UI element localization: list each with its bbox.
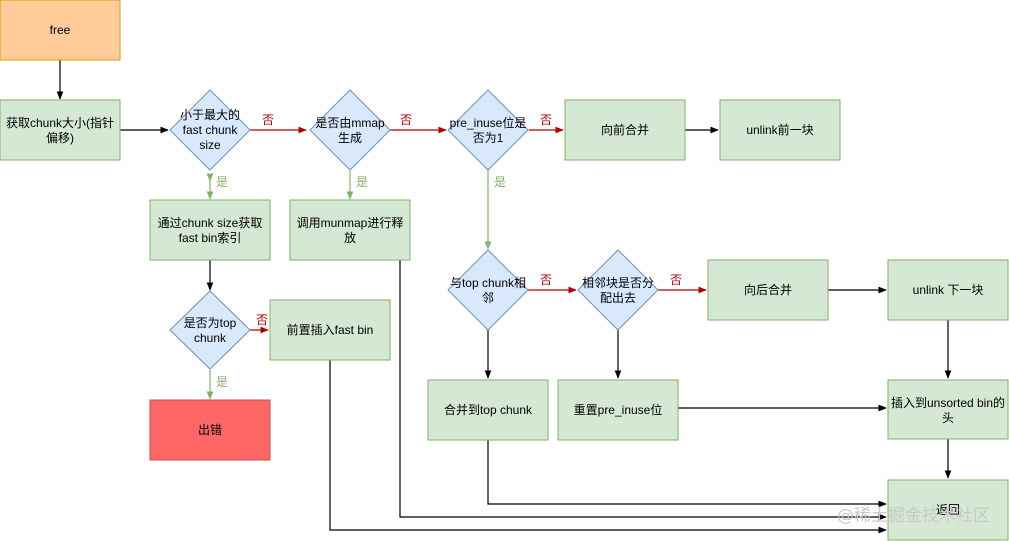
- edge-fastbin-insert-to-return: [329, 360, 887, 534]
- label-no-mmap-previnuse: 否: [400, 113, 412, 127]
- label-yes-is-top: 是: [216, 375, 228, 389]
- node-unlink-prev-label: unlink前一块: [746, 122, 813, 137]
- node-fastbin-index: 通过chunk size获取 fast bin索引: [149, 199, 271, 261]
- node-lt-fastmax-line1: 小于最大的: [180, 107, 240, 122]
- label-no-next-top: 否: [540, 273, 552, 287]
- node-next-free-line2: 配出去: [600, 291, 636, 305]
- node-is-mmap-line2: 生成: [338, 131, 362, 145]
- node-get-chunk-size-line2: 偏移): [46, 130, 74, 145]
- node-munmap-line2: 放: [344, 230, 356, 245]
- node-prev-inuse-line2: 否为1: [473, 131, 504, 145]
- node-prev-inuse-decision: pre_inuse位是 否为1: [447, 89, 529, 171]
- node-munmap: 调用munmap进行释 放: [289, 199, 411, 261]
- node-fastbin-index-line2: fast bin索引: [179, 231, 242, 245]
- node-is-mmap-decision: 是否由mmap 生成: [309, 89, 391, 171]
- node-next-is-top-decision: 与top chunk相 邻: [447, 249, 529, 331]
- node-merge-prev: 向前合并: [564, 99, 686, 161]
- node-insert-unsorted-line2: 头: [942, 411, 954, 425]
- node-is-top-line2: chunk: [194, 331, 227, 345]
- node-next-free-line1: 相邻块是否分: [582, 276, 654, 290]
- node-error-label: 出错: [198, 423, 222, 437]
- node-merge-prev-label: 向前合并: [601, 122, 649, 137]
- node-error: 出错: [149, 399, 271, 461]
- node-lt-fastmax-line2: fast chunk: [183, 123, 239, 137]
- node-next-is-top-line2: 邻: [482, 291, 494, 305]
- node-return-label: 返回: [936, 503, 960, 517]
- label-no-previnuse-merge: 否: [540, 113, 552, 127]
- node-is-mmap-line1: 是否由mmap: [315, 116, 385, 130]
- node-munmap-line1: 调用munmap进行释: [297, 216, 404, 230]
- node-return: 返回: [887, 479, 1009, 541]
- node-unlink-prev: unlink前一块: [719, 99, 841, 161]
- label-yes-fastmax: 是: [216, 175, 228, 189]
- node-merge-next-label: 向后合并: [744, 282, 792, 297]
- node-merge-next: 向后合并: [707, 259, 829, 321]
- node-reset-prev-inuse: 重置pre_inuse位: [557, 379, 679, 441]
- node-merge-top-label: 合并到top chunk: [444, 402, 533, 417]
- edge-merge-top-to-return: [487, 440, 887, 508]
- label-no-fastmax-mmap: 否: [262, 113, 274, 127]
- node-insert-unsorted-line1: 插入到unsorted bin的: [891, 395, 1005, 410]
- node-lt-fastmax-line3: size: [199, 138, 221, 152]
- node-lt-fastmax-decision: 小于最大的 fast chunk size: [169, 89, 251, 171]
- edge-munmap-to-return: [399, 260, 887, 521]
- label-yes-previnuse: 是: [494, 175, 506, 189]
- label-no-is-top: 否: [256, 313, 268, 327]
- node-get-chunk-size-line1: 获取chunk大小(指针: [6, 115, 114, 130]
- node-fastbin-insert: 前置插入fast bin: [269, 299, 391, 361]
- watermark-text: @稀土掘金技术社区: [837, 506, 990, 526]
- node-is-top-chunk-decision: 是否为top chunk: [169, 290, 251, 370]
- node-free-label: free: [50, 23, 71, 37]
- node-insert-unsorted-bin: 插入到unsorted bin的 头: [887, 379, 1009, 440]
- node-next-is-top-line1: 与top chunk相: [450, 276, 526, 290]
- node-is-top-line1: 是否为top: [184, 316, 237, 330]
- node-fastbin-index-line1: 通过chunk size获取: [158, 216, 263, 230]
- edge-labels-layer: 否 否 否 是 是 是 否 是 否 否: [216, 113, 682, 389]
- node-reset-inuse-label: 重置pre_inuse位: [574, 402, 663, 417]
- node-free: free: [0, 0, 121, 61]
- node-get-chunk-size: 获取chunk大小(指针 偏移): [0, 99, 121, 161]
- node-fastbin-insert-label: 前置插入fast bin: [287, 322, 374, 337]
- node-next-free-decision: 相邻块是否分 配出去: [577, 249, 659, 331]
- node-merge-top-chunk: 合并到top chunk: [427, 379, 549, 441]
- node-prev-inuse-line1: pre_inuse位是: [450, 115, 527, 130]
- edges-layer: [56, 60, 952, 534]
- node-unlink-next: unlink 下一块: [887, 259, 1009, 321]
- label-yes-mmap: 是: [356, 175, 368, 189]
- node-unlink-next-label: unlink 下一块: [913, 283, 984, 297]
- label-no-next-free: 否: [670, 273, 682, 287]
